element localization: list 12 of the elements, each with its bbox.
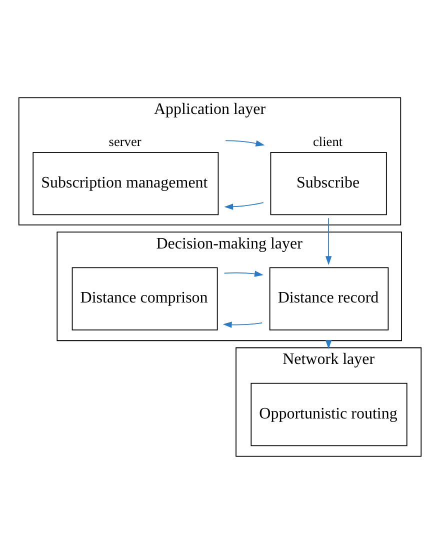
node-box: Distance comprison <box>72 267 218 330</box>
arrow <box>225 140 265 146</box>
arrow <box>224 202 264 210</box>
node-box: Subscribe <box>270 152 387 216</box>
node-label: server <box>108 134 142 150</box>
arrow <box>325 218 332 266</box>
node-box: Distance record <box>269 267 389 330</box>
node-label: client <box>313 134 343 150</box>
arrow <box>222 322 263 328</box>
node-box: Opportunistic routing <box>250 382 408 446</box>
arrow <box>224 270 264 277</box>
node-box: Subscription management <box>32 152 219 216</box>
